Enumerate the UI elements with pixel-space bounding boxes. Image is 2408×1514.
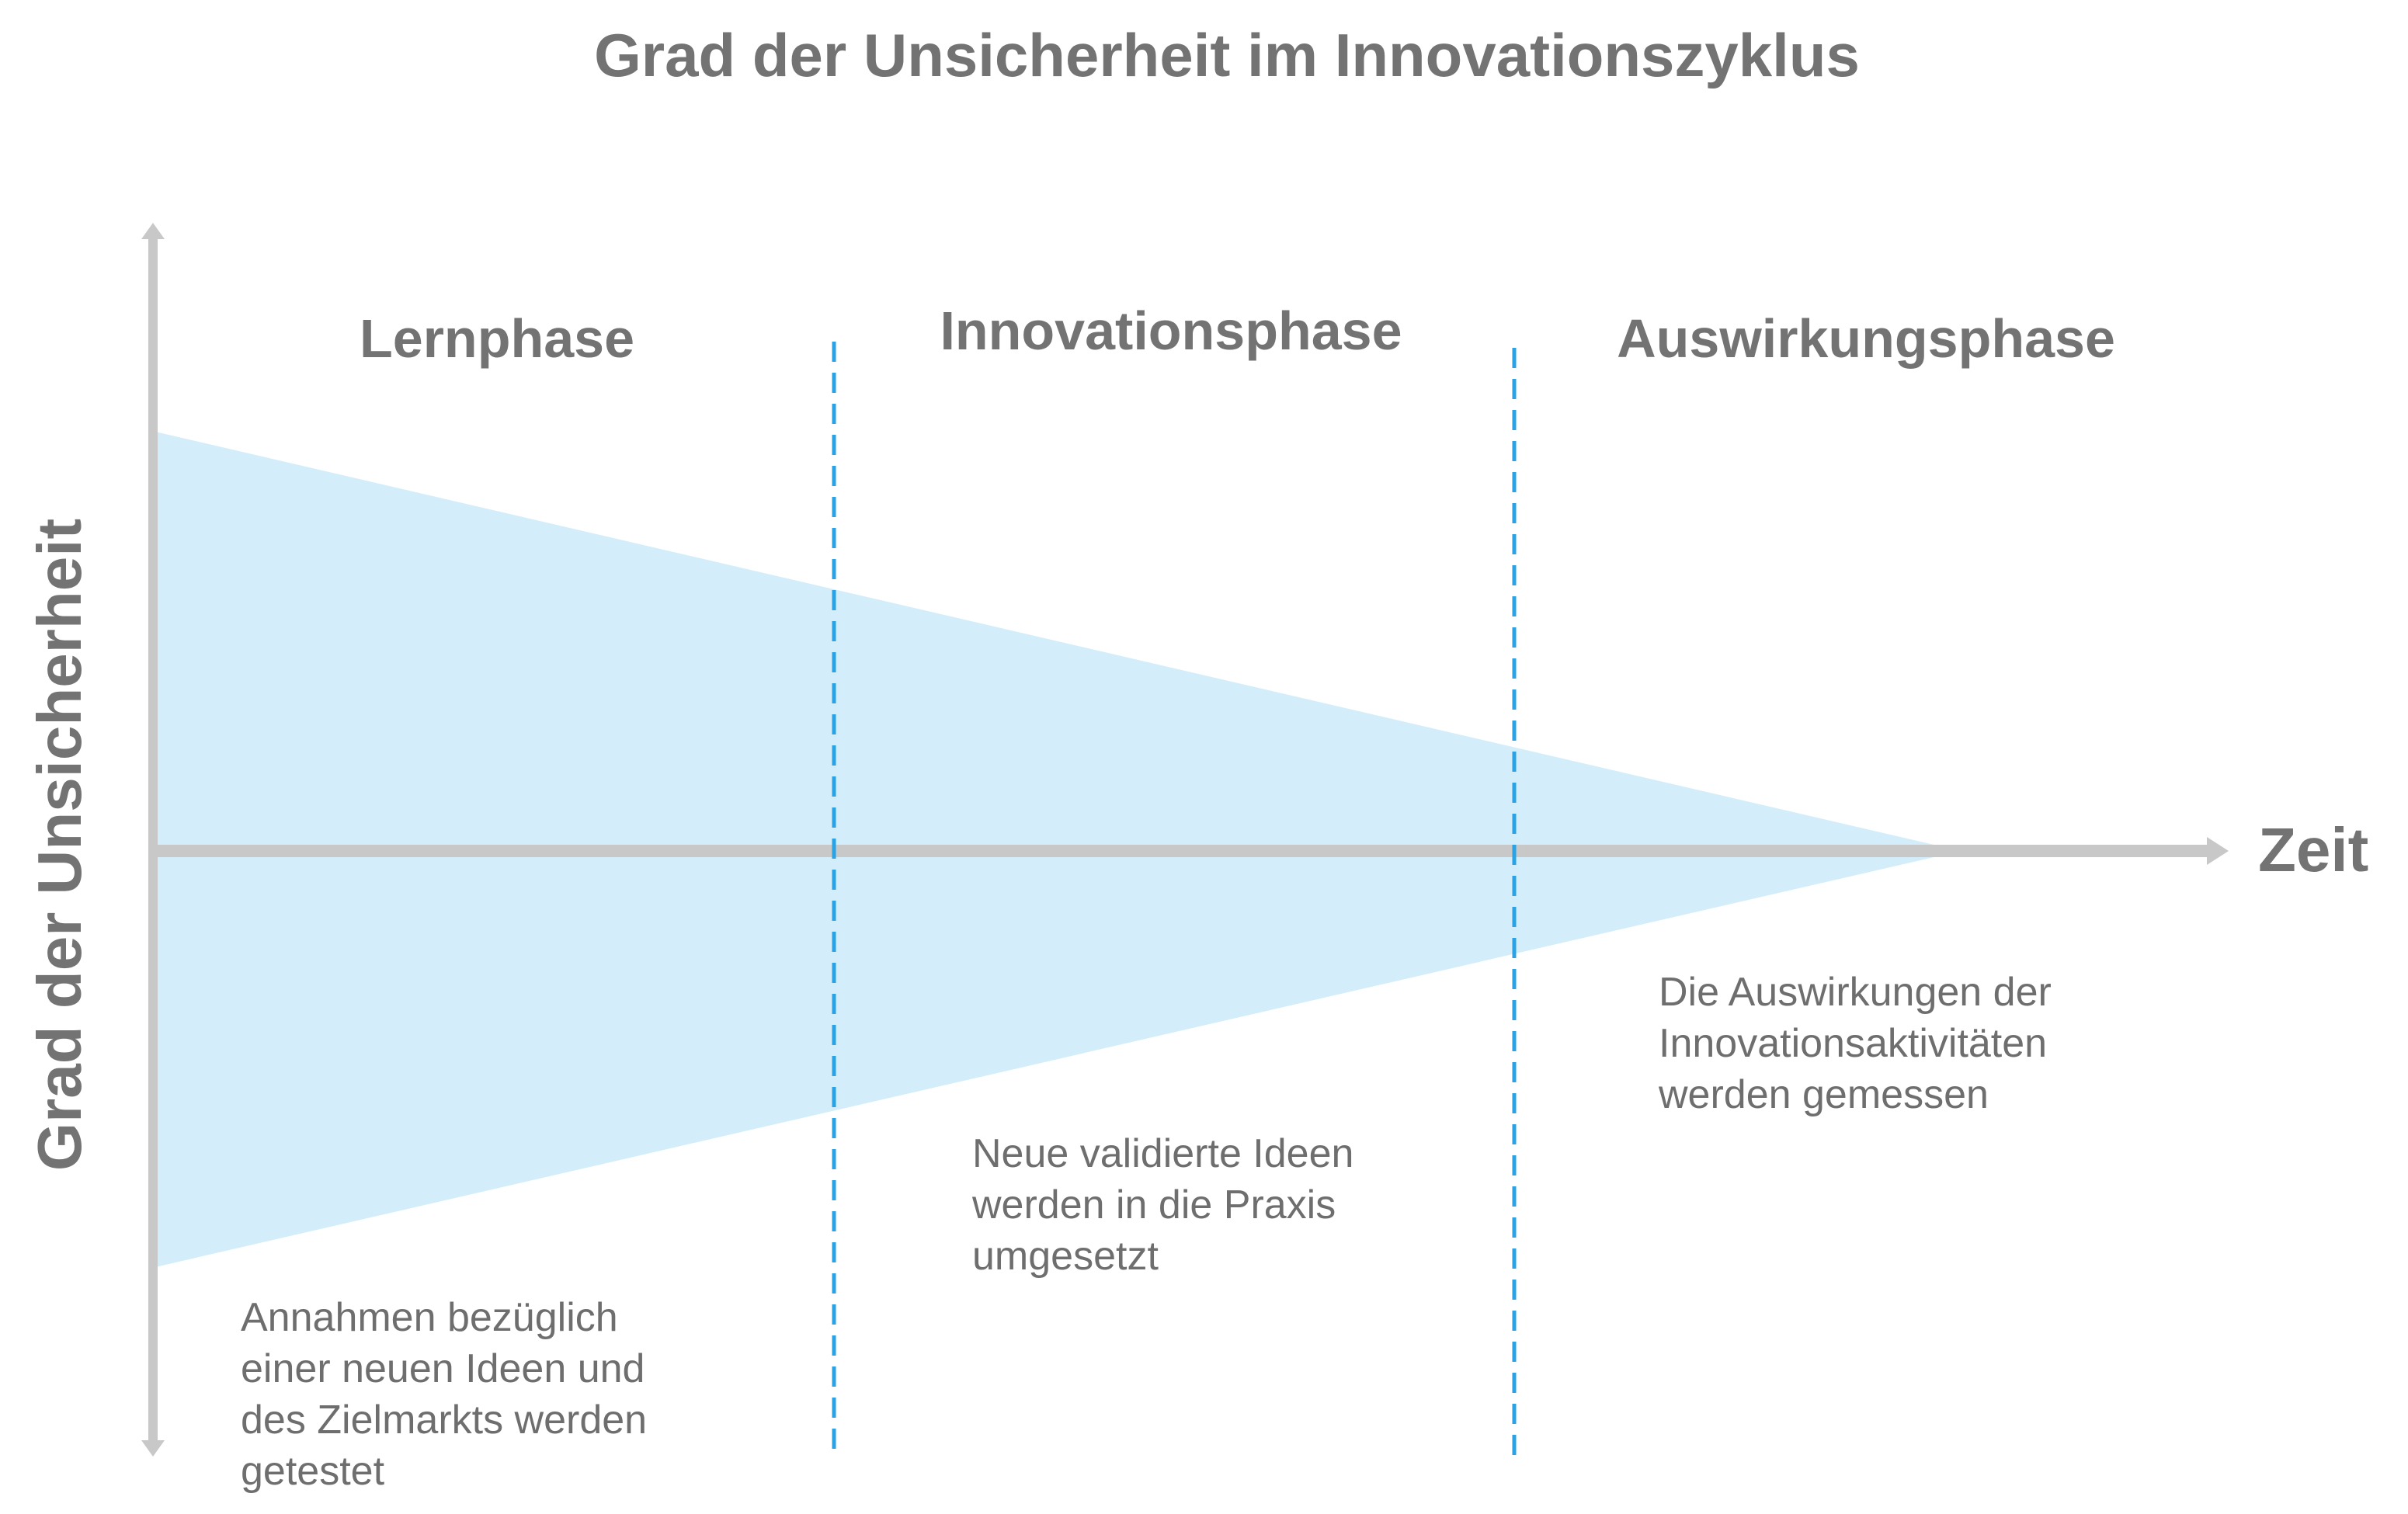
x-axis-label: Zeit — [2258, 815, 2368, 884]
phase-heading-lernphase: Lernphase — [360, 308, 634, 369]
y-axis-arrow-up — [141, 223, 165, 239]
phase-description-auswirkungsphase: Die Auswirkungen der Innovationsaktivitä… — [1658, 970, 2062, 1117]
phase-description-innovationsphase: Neue validierte Ideen werden in die Prax… — [971, 1131, 1365, 1279]
phase-description-lernphase: Annahmen bezüglich einer neuen Ideen und… — [241, 1295, 658, 1494]
x-axis-arrow — [2207, 837, 2229, 865]
phase-heading-auswirkungsphase: Auswirkungsphase — [1617, 308, 2115, 369]
diagram-title: Grad der Unsicherheit im Innovationszykl… — [594, 21, 1860, 89]
y-axis-label: Grad der Unsicherheit — [25, 519, 94, 1171]
phase-heading-innovationsphase: Innovationsphase — [940, 300, 1402, 361]
y-axis-arrow-down — [141, 1440, 165, 1457]
